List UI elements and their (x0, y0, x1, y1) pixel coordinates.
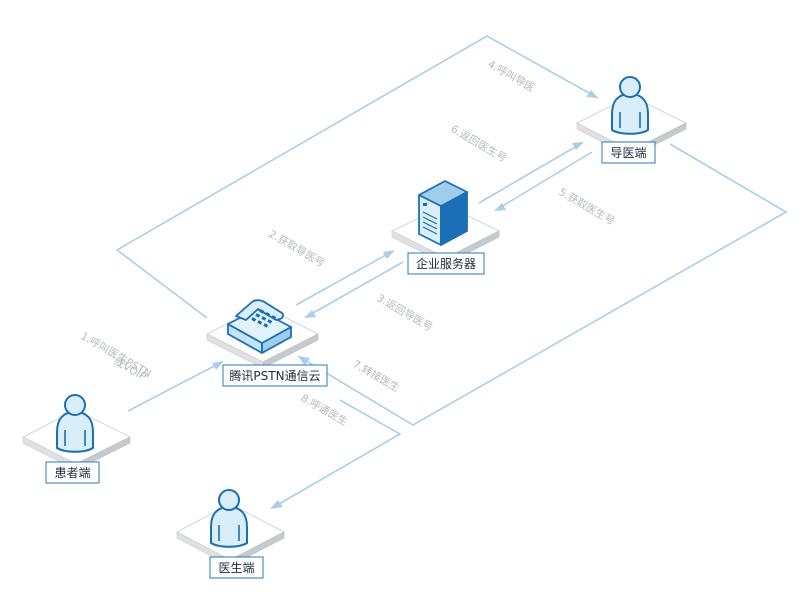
person-icon (56, 394, 94, 453)
label-patient-text: 患者端 (54, 466, 90, 480)
node-patient: 患者端 (21, 394, 132, 484)
arrowhead-get-guide-number (383, 250, 395, 259)
step-label-6: 6.返回医生号 (449, 122, 510, 165)
label-doctor: 医生端 (209, 556, 264, 579)
connectors (115, 35, 788, 509)
connector-return-doctor-number (478, 142, 583, 204)
label-guide: 导医端 (601, 141, 656, 164)
connector-get-guide-number (295, 250, 394, 306)
arrowhead-patient-to-pstn (212, 361, 224, 370)
connector-transfer-doctor (297, 143, 788, 426)
label-patient: 患者端 (45, 461, 100, 484)
arrowhead-return-doctor-number (572, 142, 584, 150)
node-pstn: 腾讯PSTN通信云 (205, 299, 328, 387)
step-label-3: 3.返回导医号 (375, 292, 435, 334)
server-icon (418, 180, 468, 246)
step-label-5: 5.获取医生号 (557, 185, 618, 228)
connector-call-guide (115, 35, 599, 319)
label-pstn: 腾讯PSTN通信云 (222, 364, 328, 387)
arrowhead-transfer-doctor (298, 356, 310, 366)
connector-get-doctor-number (495, 151, 593, 211)
connector-return-guide-number (305, 261, 404, 318)
person-icon (611, 76, 649, 135)
step-label-2: 2.获取导医号 (267, 228, 327, 270)
step-label-8: 8.呼通医生 (299, 391, 351, 428)
connector-patient-to-pstn (127, 361, 223, 412)
node-guide: 导医端 (575, 76, 688, 164)
step-label-7: 7.转接医生 (351, 357, 403, 394)
telephone-icon (227, 299, 292, 354)
step-labels: 1.呼叫医生PSTN 或VOIP 2.获取导医号 3.返回导医号 4.呼叫导医 … (79, 58, 618, 428)
arrowhead-get-doctor-number (494, 203, 506, 211)
label-server: 企业服务器 (407, 252, 485, 275)
label-server-text: 企业服务器 (416, 256, 476, 271)
node-doctor: 医生端 (175, 489, 286, 579)
connector-connect-doctor (271, 399, 402, 509)
label-pstn-text: 腾讯PSTN通信云 (229, 368, 320, 383)
arrowhead-connect-doctor (270, 500, 283, 509)
arrowhead-return-guide-number (304, 310, 316, 318)
node-server: 企业服务器 (390, 180, 501, 275)
arrowhead-call-guide (586, 90, 598, 98)
label-guide-text: 导医端 (610, 146, 646, 160)
label-doctor-text: 医生端 (218, 561, 254, 575)
step-label-4: 4.呼叫导医 (486, 58, 537, 94)
person-icon (210, 489, 248, 548)
